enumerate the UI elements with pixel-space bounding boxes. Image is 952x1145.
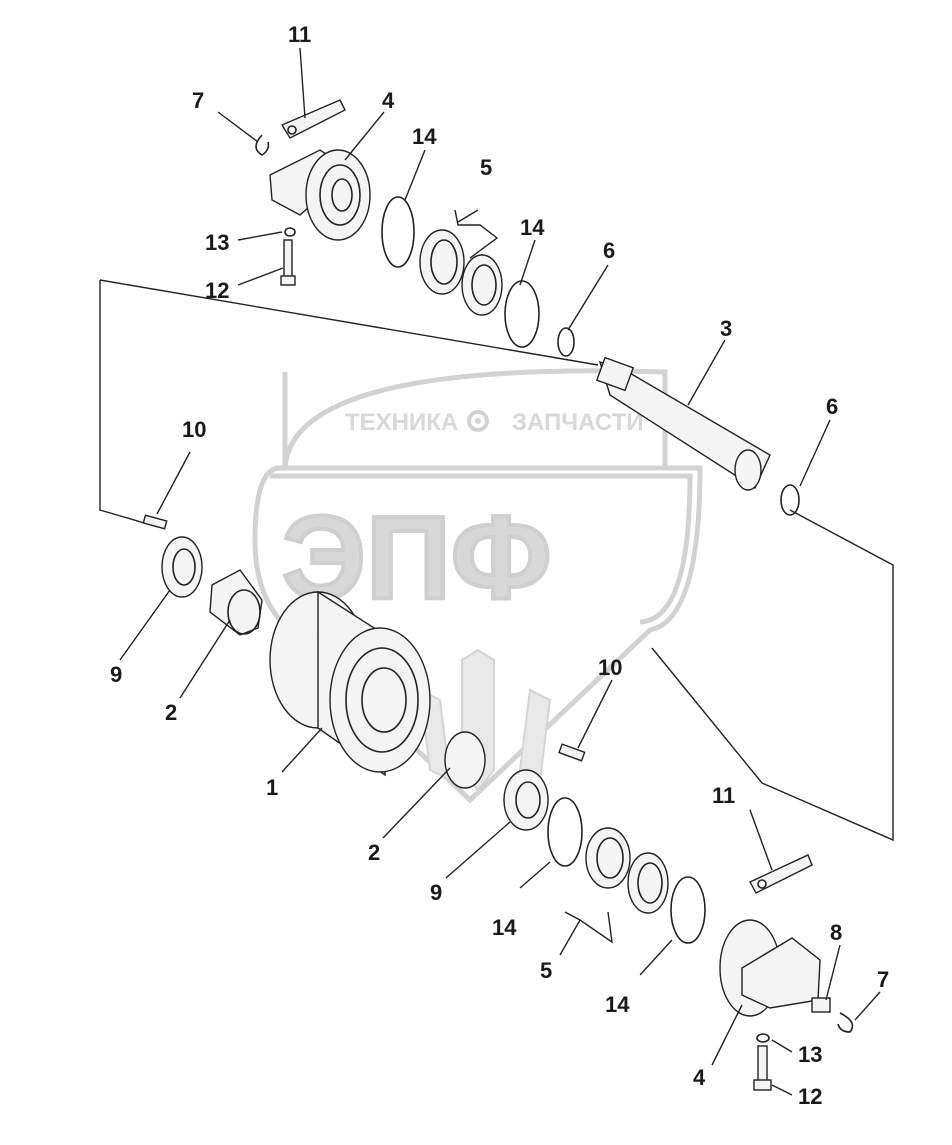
callout-14-bottom-1: 14 xyxy=(492,915,517,940)
watermark-top-right: ЗАПЧАСТИ xyxy=(512,409,644,436)
gear-icon xyxy=(467,410,489,432)
callout-5-top: 5 xyxy=(480,155,492,180)
callout-3: 3 xyxy=(720,316,732,341)
callout-1: 1 xyxy=(266,775,278,800)
callout-7-bottom: 7 xyxy=(877,967,889,992)
part-oring-small-top xyxy=(557,327,575,357)
callout-11-bottom: 11 xyxy=(712,783,735,808)
part-lock-plate-top xyxy=(280,99,346,139)
boundary-lines xyxy=(99,279,894,842)
part-pin-right xyxy=(558,743,586,762)
callout-12-bottom: 12 xyxy=(798,1084,822,1109)
callout-4-bottom: 4 xyxy=(693,1065,706,1090)
part-oring-top-1 xyxy=(381,196,415,268)
part-lock-plate-bottom xyxy=(749,854,813,894)
watermark: ТЕХНИКА ЗАПЧАСТИ ЭПФ xyxy=(252,368,703,804)
part-plug xyxy=(811,997,831,1013)
part-bushing-right xyxy=(444,731,486,789)
callout-4-top: 4 xyxy=(382,88,395,113)
callout-13-top: 13 xyxy=(205,230,229,255)
part-bolt-bottom xyxy=(753,1045,772,1091)
part-snap-ring-top xyxy=(255,134,270,156)
part-washer-top xyxy=(284,227,296,237)
callout-2-right: 2 xyxy=(368,840,380,865)
callout-8: 8 xyxy=(830,920,842,945)
callout-7-top: 7 xyxy=(192,88,204,113)
callout-10-right: 10 xyxy=(598,655,622,680)
part-seal-top-a xyxy=(419,229,465,295)
callout-12-top: 12 xyxy=(205,278,229,303)
watermark-wheat-emblem xyxy=(418,648,552,792)
part-bracket-top xyxy=(269,149,371,241)
part-bolt-top xyxy=(280,239,296,286)
callout-6-top: 6 xyxy=(603,238,615,263)
part-roller xyxy=(269,590,431,777)
watermark-top-left: ТЕХНИКА xyxy=(345,409,458,436)
callout-6-right: 6 xyxy=(826,394,838,419)
part-oring-bottom-2 xyxy=(670,876,706,944)
callout-14-bottom-2: 14 xyxy=(605,992,630,1017)
part-oring-top-2 xyxy=(504,280,540,348)
callout-2-left: 2 xyxy=(165,700,177,725)
callout-9-right: 9 xyxy=(430,880,442,905)
callout-14-top-2: 14 xyxy=(520,215,545,240)
part-oring-small-right xyxy=(780,484,800,516)
callout-13-bottom: 13 xyxy=(798,1042,822,1067)
part-seal-bottom-a xyxy=(585,827,631,889)
callout-14-top-1: 14 xyxy=(412,124,437,149)
part-seal-top-b xyxy=(461,254,503,316)
part-seal-bottom-b xyxy=(627,852,669,914)
part-shaft xyxy=(595,356,771,491)
callout-10-left: 10 xyxy=(182,417,206,442)
callout-9-left: 9 xyxy=(110,662,122,687)
part-pin-left xyxy=(142,514,168,530)
part-oring-bottom-1 xyxy=(547,797,583,867)
callout-5-bottom: 5 xyxy=(540,958,552,983)
callout-labels: 11 7 4 14 5 14 13 12 6 3 6 10 9 2 1 10 2… xyxy=(110,22,889,1109)
part-washer-bottom xyxy=(756,1033,770,1043)
part-bracket-bottom xyxy=(719,919,821,1017)
part-collar-left xyxy=(161,536,203,598)
callout-leaders xyxy=(119,47,881,1096)
part-snap-ring-bottom xyxy=(837,1012,854,1033)
part-bushing-left xyxy=(209,569,263,636)
part-collar-right xyxy=(503,769,549,831)
callout-11-top: 11 xyxy=(288,22,311,47)
